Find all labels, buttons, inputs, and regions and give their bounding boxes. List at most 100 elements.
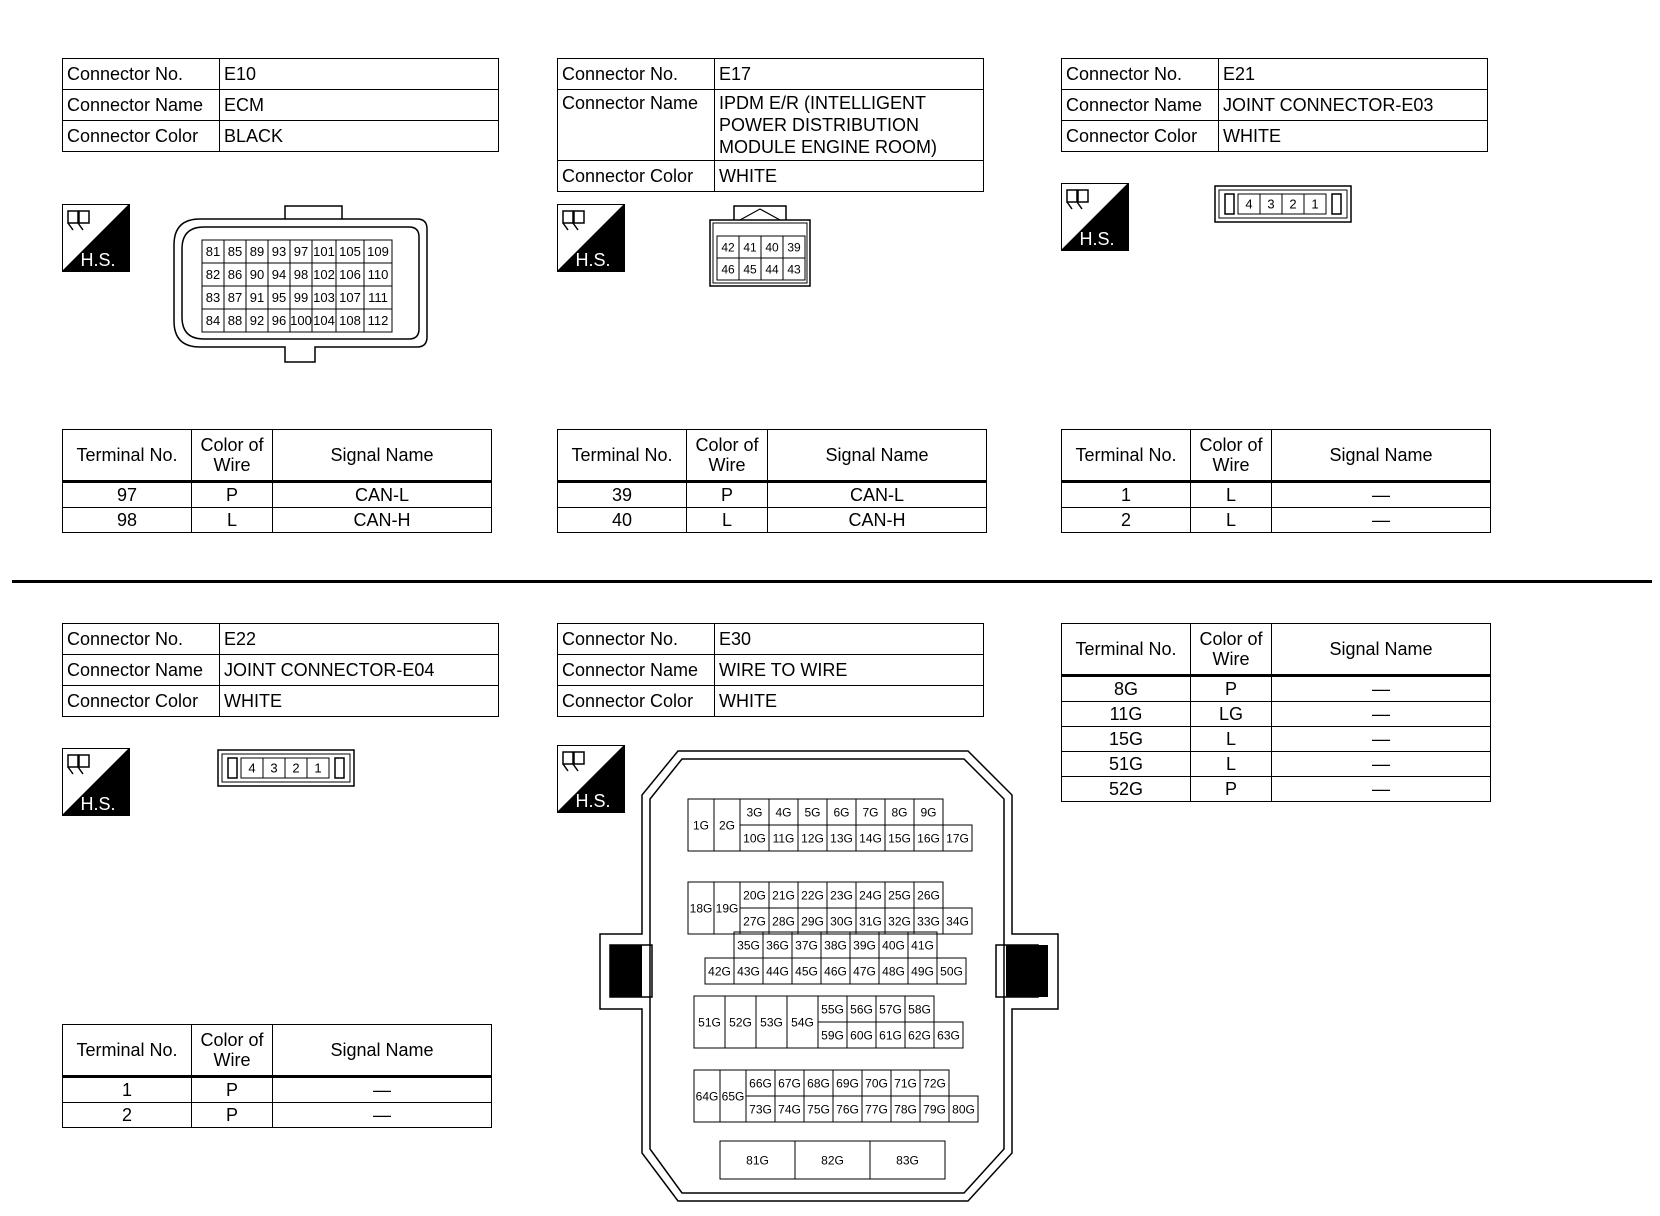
connector-color-value: WHITE [714, 160, 984, 192]
terminal-cell [306, 757, 330, 779]
terminal-number: 66G [749, 1076, 772, 1090]
terminal-number: 43G [737, 964, 760, 978]
terminal-number: 8G [891, 805, 907, 819]
terminal-number: 46G [824, 964, 847, 978]
connector-color-value: WHITE [714, 685, 984, 717]
terminal-number: 3 [1267, 197, 1274, 212]
signal-name-header: Signal Name [272, 1024, 492, 1078]
terminal-number: 67G [778, 1076, 801, 1090]
connector-name-label: Connector Name [557, 89, 715, 161]
hs-label: H.S. [1079, 229, 1114, 249]
terminal-number: 3 [270, 761, 277, 776]
terminal-no: 1 [62, 1076, 192, 1103]
signal-name-header: Signal Name [1271, 623, 1491, 677]
terminal-number: 83G [896, 1153, 919, 1167]
terminal-number: 112 [368, 313, 389, 328]
harness-side-icon: H.S. [1061, 183, 1129, 251]
terminal-cell [942, 824, 973, 852]
terminal-number: 59G [821, 1028, 844, 1042]
table-row: 97 P CAN-L [62, 481, 492, 508]
signal-name: CAN-H [767, 507, 987, 533]
e17-connector-info: Connector No. E17 Connector Name IPDM E/… [557, 58, 984, 192]
terminal-no: 8G [1061, 675, 1191, 702]
terminal-number: 11G [773, 831, 795, 845]
terminal-number: 1 [314, 761, 321, 776]
terminal-number: 5G [804, 805, 820, 819]
signal-name-header: Signal Name [767, 429, 987, 483]
signal-name: CAN-H [272, 507, 492, 533]
terminal-number: 102 [313, 267, 335, 282]
wire-color: L [1190, 751, 1272, 777]
terminal-number: 44G [766, 964, 789, 978]
table-row: 2 P — [62, 1102, 492, 1128]
connector-no-value: E22 [219, 623, 499, 655]
terminal-no: 2 [62, 1102, 192, 1128]
terminal-no: 39 [557, 481, 687, 508]
wire-color: L [191, 507, 273, 533]
terminal-number: 23G [830, 888, 853, 902]
terminal-no: 40 [557, 507, 687, 533]
terminal-number: 39 [787, 240, 801, 254]
table-row: 98 L CAN-H [62, 507, 492, 533]
terminal-number: 52G [729, 1015, 752, 1029]
terminal-no: 98 [62, 507, 192, 533]
terminal-number: 41G [911, 938, 934, 952]
connector-color-label: Connector Color [557, 160, 715, 192]
terminal-no: 15G [1061, 726, 1191, 752]
terminal-number: 14G [859, 831, 882, 845]
connector-color-value: WHITE [1218, 120, 1488, 152]
terminal-number: 10G [743, 831, 766, 845]
signal-name: — [1271, 726, 1491, 752]
table-row: 1 L — [1061, 481, 1491, 508]
terminal-number: 62G [908, 1028, 931, 1042]
signal-name: — [1271, 701, 1491, 727]
terminal-number: 34G [946, 914, 969, 928]
terminal-number: 82 [206, 267, 220, 282]
terminal-number: 2G [719, 818, 735, 832]
terminal-number: 95 [272, 290, 286, 305]
terminal-number: 42G [708, 964, 731, 978]
wire-color-header: Color of Wire [1190, 623, 1272, 677]
terminal-number: 46 [721, 262, 735, 276]
connector-no-value: E21 [1218, 58, 1488, 90]
hs-label: H.S. [80, 794, 115, 814]
hs-label: H.S. [575, 791, 610, 811]
terminal-number: 33G [917, 914, 940, 928]
terminal-number: 104 [313, 313, 335, 328]
terminal-number: 4 [1245, 197, 1252, 212]
connector-color-value: BLACK [219, 120, 499, 152]
terminal-number: 93 [272, 244, 286, 259]
terminal-number: 78G [894, 1102, 917, 1116]
wire-color-header: Color of Wire [191, 429, 273, 483]
terminal-number: 56G [850, 1002, 873, 1016]
wire-color: P [191, 481, 273, 508]
connector-no-label: Connector No. [557, 623, 715, 655]
terminal-number: 101 [313, 244, 335, 259]
terminal-no-header: Terminal No. [557, 429, 687, 483]
terminal-number: 86 [228, 267, 242, 282]
terminal-number: 29G [801, 914, 824, 928]
terminal-number: 6G [833, 805, 849, 819]
terminal-no-header: Terminal No. [62, 1024, 192, 1078]
wire-color: L [1190, 726, 1272, 752]
terminal-number: 106 [339, 267, 361, 282]
terminal-cell [1303, 193, 1327, 215]
terminal-number: 49G [911, 964, 934, 978]
terminal-number: 1G [693, 818, 709, 832]
terminal-number: 13G [830, 831, 853, 845]
connector-name-value: ECM [219, 89, 499, 121]
terminal-number: 37G [795, 938, 818, 952]
terminal-number: 20G [743, 888, 766, 902]
terminal-number: 70G [865, 1076, 888, 1090]
table-row: 51G L — [1061, 751, 1491, 777]
terminal-number: 87 [228, 290, 242, 305]
terminal-number: 94 [272, 267, 286, 282]
terminal-number: 96 [272, 313, 286, 328]
terminal-no: 52G [1061, 776, 1191, 802]
connector-name-value: WIRE TO WIRE [714, 654, 984, 686]
terminal-number: 1 [1311, 197, 1318, 212]
harness-side-icon: H.S. [62, 204, 130, 272]
wire-color: P [1190, 675, 1272, 702]
